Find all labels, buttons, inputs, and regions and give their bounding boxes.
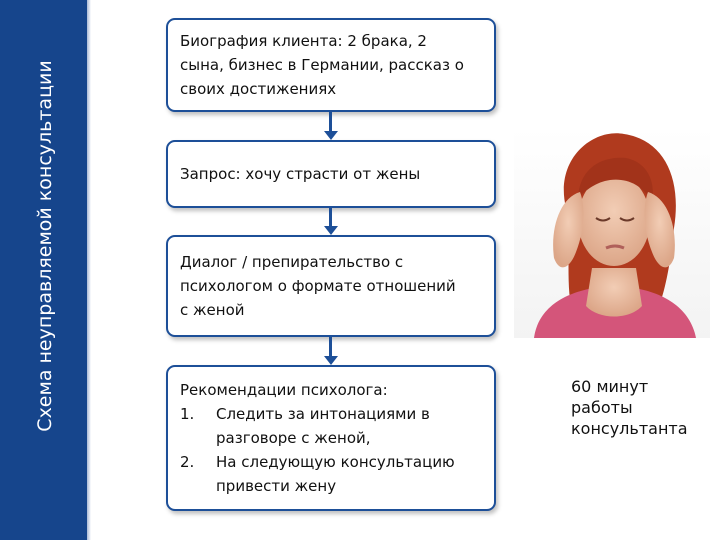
item-number: 2.: [180, 453, 195, 471]
flow-arrow-3: [324, 337, 338, 365]
recommendation-item: 1. Следить за интонациями в разговоре с …: [180, 402, 482, 450]
duration-caption: 60 минут работы консультанта: [571, 376, 711, 439]
stressed-woman-photo: [514, 128, 710, 338]
flow-step-request: Запрос: хочу страсти от жены: [166, 140, 496, 208]
step-line: сына, бизнес в Германии, рассказ о: [180, 56, 464, 74]
flow-arrow-1: [324, 112, 338, 140]
flow-step-biography: Биография клиента: 2 брака, 2 сына, бизн…: [166, 18, 496, 112]
item-line: разговоре с женой,: [216, 429, 371, 447]
sidebar-panel: [0, 0, 87, 540]
flow-step-recommendations: Рекомендации психолога: 1. Следить за ин…: [166, 365, 496, 511]
recommendations-heading: Рекомендации психолога:: [180, 381, 388, 399]
recommendation-item: 2. На следующую консультацию привести же…: [180, 450, 482, 498]
flow-arrow-2: [324, 208, 338, 235]
step-line: с женой: [180, 301, 245, 319]
flow-step-dialog: Диалог / препирательство с психологом о …: [166, 235, 496, 337]
caption-line: работы: [571, 398, 633, 417]
step-line: Запрос: хочу страсти от жены: [180, 165, 421, 183]
sidebar-divider: [87, 0, 91, 540]
step-line: своих достижениях: [180, 80, 337, 98]
step-line: психологом о формате отношений: [180, 277, 456, 295]
slide-title-vertical: Схема неуправляемой консультации: [34, 60, 56, 432]
item-line: Следить за интонациями в: [216, 405, 430, 423]
item-number: 1.: [180, 405, 195, 423]
step-line: Диалог / препирательство с: [180, 253, 404, 271]
caption-line: 60 минут: [571, 377, 649, 396]
item-line: На следующую консультацию: [216, 453, 455, 471]
step-line: Биография клиента: 2 брака, 2: [180, 32, 427, 50]
caption-line: консультанта: [571, 419, 688, 438]
item-line: привести жену: [216, 477, 337, 495]
